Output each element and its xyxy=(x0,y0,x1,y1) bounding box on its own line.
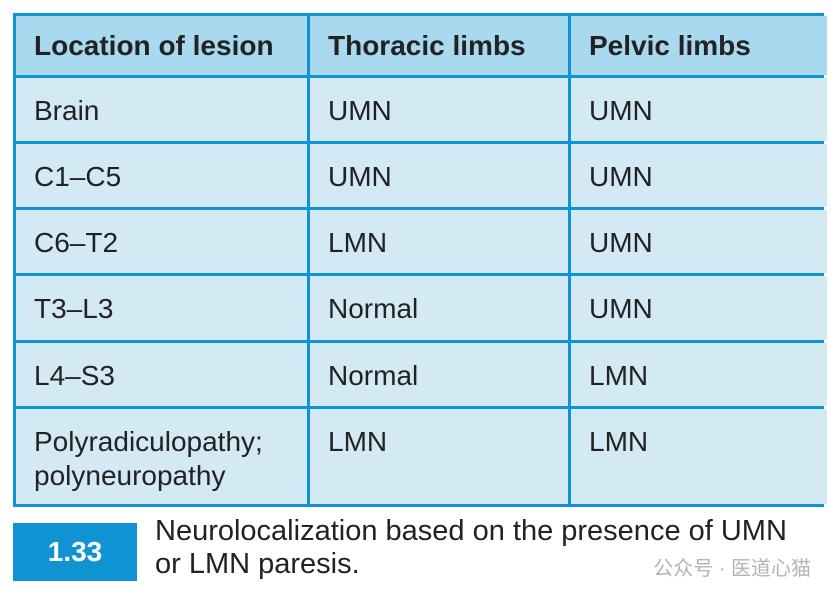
cell-thoracic: Normal xyxy=(310,276,568,340)
cell-pelvic: LMN xyxy=(571,342,827,406)
cell-location: T3–L3 xyxy=(16,276,307,340)
cell-pelvic: UMN xyxy=(571,144,827,208)
table-row: C1–C5 UMN UMN xyxy=(16,144,827,208)
cell-location: Brain xyxy=(16,78,307,142)
table-row: Polyradiculopathy; polyneuropathy LMN LM… xyxy=(16,408,827,504)
watermark: 公众号 · 医道心猫 xyxy=(653,558,811,580)
cell-pelvic: LMN xyxy=(571,408,827,504)
lesion-table: Location of lesion Thoracic limbs Pelvic… xyxy=(13,13,830,507)
cell-thoracic: UMN xyxy=(310,78,568,142)
table-header-row: Location of lesion Thoracic limbs Pelvic… xyxy=(16,16,827,75)
cell-thoracic: Normal xyxy=(310,342,568,406)
caption-text: Neurolocalization based on the presence … xyxy=(155,515,787,580)
cell-pelvic: UMN xyxy=(571,210,827,274)
figure-number-badge: 1.33 xyxy=(13,523,137,581)
cell-thoracic: UMN xyxy=(310,144,568,208)
cell-pelvic: UMN xyxy=(571,276,827,340)
cell-location: Polyradiculopathy; polyneuropathy xyxy=(16,408,307,504)
cell-thoracic: LMN xyxy=(310,210,568,274)
header-thoracic-limbs: Thoracic limbs xyxy=(310,16,568,75)
cell-location: L4–S3 xyxy=(16,342,307,406)
table-row: L4–S3 Normal LMN xyxy=(16,342,827,406)
header-pelvic-limbs: Pelvic limbs xyxy=(571,16,827,75)
neurolocalization-table: Location of lesion Thoracic limbs Pelvic… xyxy=(13,13,827,507)
table-row: Brain UMN UMN xyxy=(16,78,827,142)
table-row: T3–L3 Normal UMN xyxy=(16,276,827,340)
cell-pelvic: UMN xyxy=(571,78,827,142)
figure-caption: 1.33 Neurolocalization based on the pres… xyxy=(13,515,824,585)
cell-thoracic: LMN xyxy=(310,408,568,504)
cell-location: C6–T2 xyxy=(16,210,307,274)
header-location: Location of lesion xyxy=(16,16,307,75)
cell-location: C1–C5 xyxy=(16,144,307,208)
table-row: C6–T2 LMN UMN xyxy=(16,210,827,274)
